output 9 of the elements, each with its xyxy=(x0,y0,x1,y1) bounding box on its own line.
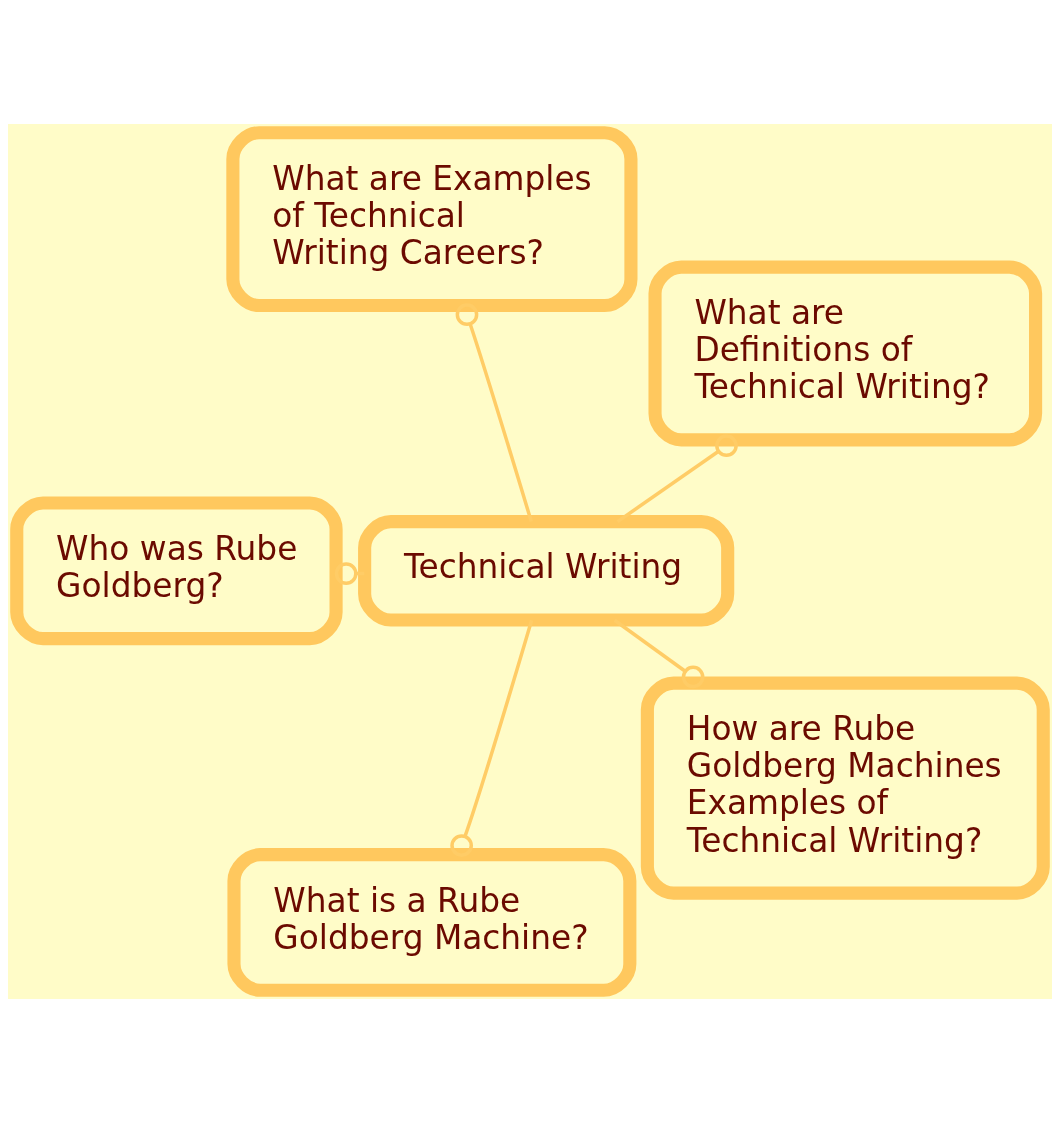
node-box: What are Examples of Technical Writing Careers? xyxy=(226,126,638,313)
connector xyxy=(616,434,738,523)
node-box: How are Rube Goldberg Machines Examples of Technical Writing? xyxy=(640,676,1050,900)
node-box: What is a Rube Goldberg Machine? xyxy=(227,848,637,997)
connector xyxy=(450,619,534,857)
connector xyxy=(455,303,533,522)
node-box: Who was Rube Goldberg? xyxy=(10,496,343,646)
node-box: What are Definitions of Technical Writing? xyxy=(648,260,1043,447)
connector xyxy=(613,618,705,689)
